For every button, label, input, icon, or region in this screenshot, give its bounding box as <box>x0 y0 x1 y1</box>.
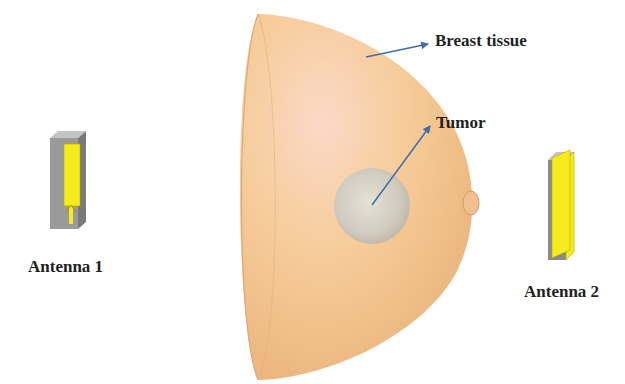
antenna-label: Antenna 2 <box>524 283 599 302</box>
antenna-label: Antenna 1 <box>28 258 103 277</box>
leader-arrow <box>372 126 430 205</box>
part-label: Tumor <box>436 114 485 133</box>
antenna-2 <box>548 150 574 260</box>
leader-arrow <box>366 44 428 57</box>
antenna-1 <box>50 131 86 229</box>
breast-tissue <box>240 14 479 380</box>
part-label: Breast tissue <box>435 32 527 51</box>
